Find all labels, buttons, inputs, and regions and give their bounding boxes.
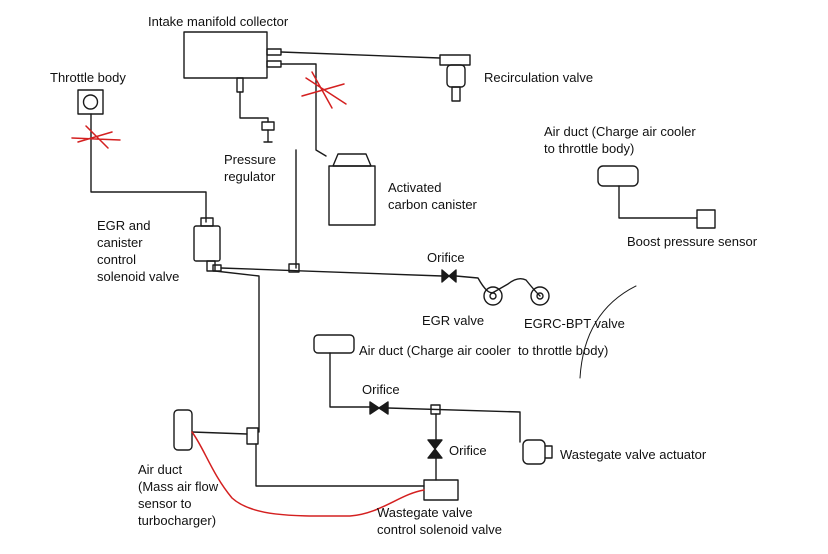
orifice-vertical-shape [427, 439, 443, 459]
sketch-curve [579, 285, 637, 379]
orifice-mid-shape [369, 401, 389, 415]
hose-throttle-to-solenoid [90, 113, 207, 223]
air-duct-mid-shape [313, 334, 355, 354]
throttle-body-bore [82, 94, 99, 110]
canister-body [328, 165, 376, 226]
egrc-bpt-valve-shape [530, 286, 550, 306]
label-recirculation-valve: Recirculation valve [484, 70, 594, 85]
label-pressure-regulator: Pressure regulator [224, 152, 277, 184]
egr-solenoid-port-a [206, 260, 216, 272]
hose-orifice-to-actuator [387, 407, 521, 443]
label-wastegate-solenoid: Wastegate valve control solenoid valve [377, 505, 503, 537]
wastegate-actuator-stem [544, 445, 553, 459]
throttle-body-shape [77, 89, 104, 115]
egr-solenoid-port-b [212, 264, 222, 272]
recirculation-valve-body [446, 64, 466, 88]
air-duct-maf-shape [173, 409, 193, 451]
label-air-duct-upper: Air duct (Charge air cooler to throttle … [544, 124, 696, 156]
egr-solenoid-body [193, 225, 221, 262]
label-air-duct-maf: Air duct (Mass air flow sensor to turboc… [138, 462, 219, 528]
label-orifice-mid: Orifice [362, 382, 400, 397]
tee-connector-upper [288, 263, 300, 273]
hose-collector-to-recirculation [280, 51, 441, 59]
recirculation-valve-cap [439, 54, 471, 66]
hose-mid-duct-down [329, 352, 371, 408]
hose-collector-to-canister [280, 63, 327, 157]
hose-collector-to-regulator [239, 91, 269, 123]
intake-manifold-collector-shape [183, 31, 268, 79]
egr-valve-shape [483, 286, 503, 306]
collector-nipple-bottom [236, 77, 244, 93]
label-air-duct-mid: Air duct (Charge air cooler to throttle … [359, 343, 609, 358]
wastegate-actuator-shape [522, 439, 546, 465]
red-cross-throttle [71, 125, 121, 149]
orifice-egr-shape [441, 269, 457, 283]
air-duct-upper-shape [597, 165, 639, 187]
hose-solenoid-down [214, 270, 260, 433]
label-throttle-body: Throttle body [50, 70, 126, 85]
label-egr-valve: EGR valve [422, 313, 485, 328]
label-boost-pressure-sensor: Boost pressure sensor [627, 234, 758, 249]
recirculation-valve-stem [451, 86, 461, 102]
label-orifice-egr: Orifice [427, 250, 465, 265]
pressure-regulator-stem [263, 129, 273, 143]
hose-tee-to-wastegate-solenoid [255, 443, 425, 487]
label-egr-solenoid: EGR and canister control solenoid valve [97, 218, 180, 284]
boost-pressure-sensor-shape [696, 209, 716, 229]
pressure-regulator-shape [261, 121, 275, 131]
hose-orifice-to-egr-valve [455, 275, 541, 297]
collector-nipple-upper [266, 48, 282, 56]
label-wastegate-actuator: Wastegate valve actuator [560, 447, 707, 462]
red-hose-maf-to-wastegate [191, 431, 425, 517]
tee-connector-lower [246, 427, 259, 445]
hose-maf-to-tee [191, 431, 248, 435]
egr-solenoid-cap [200, 217, 214, 227]
canister-top [332, 153, 372, 167]
label-orifice-vertical: Orifice [449, 443, 487, 458]
label-egrc-bpt-valve: EGRC-BPT valve [524, 316, 625, 331]
hose-solenoid-to-egr [220, 267, 443, 277]
wastegate-solenoid-shape [423, 479, 459, 501]
label-intake-manifold-collector: Intake manifold collector [148, 14, 289, 29]
collector-nipple-lower [266, 60, 282, 68]
label-activated-carbon-canister: Activated carbon canister [388, 180, 477, 212]
red-cross-canister-hose [301, 71, 347, 109]
hose-duct-to-boost-sensor [618, 185, 698, 219]
